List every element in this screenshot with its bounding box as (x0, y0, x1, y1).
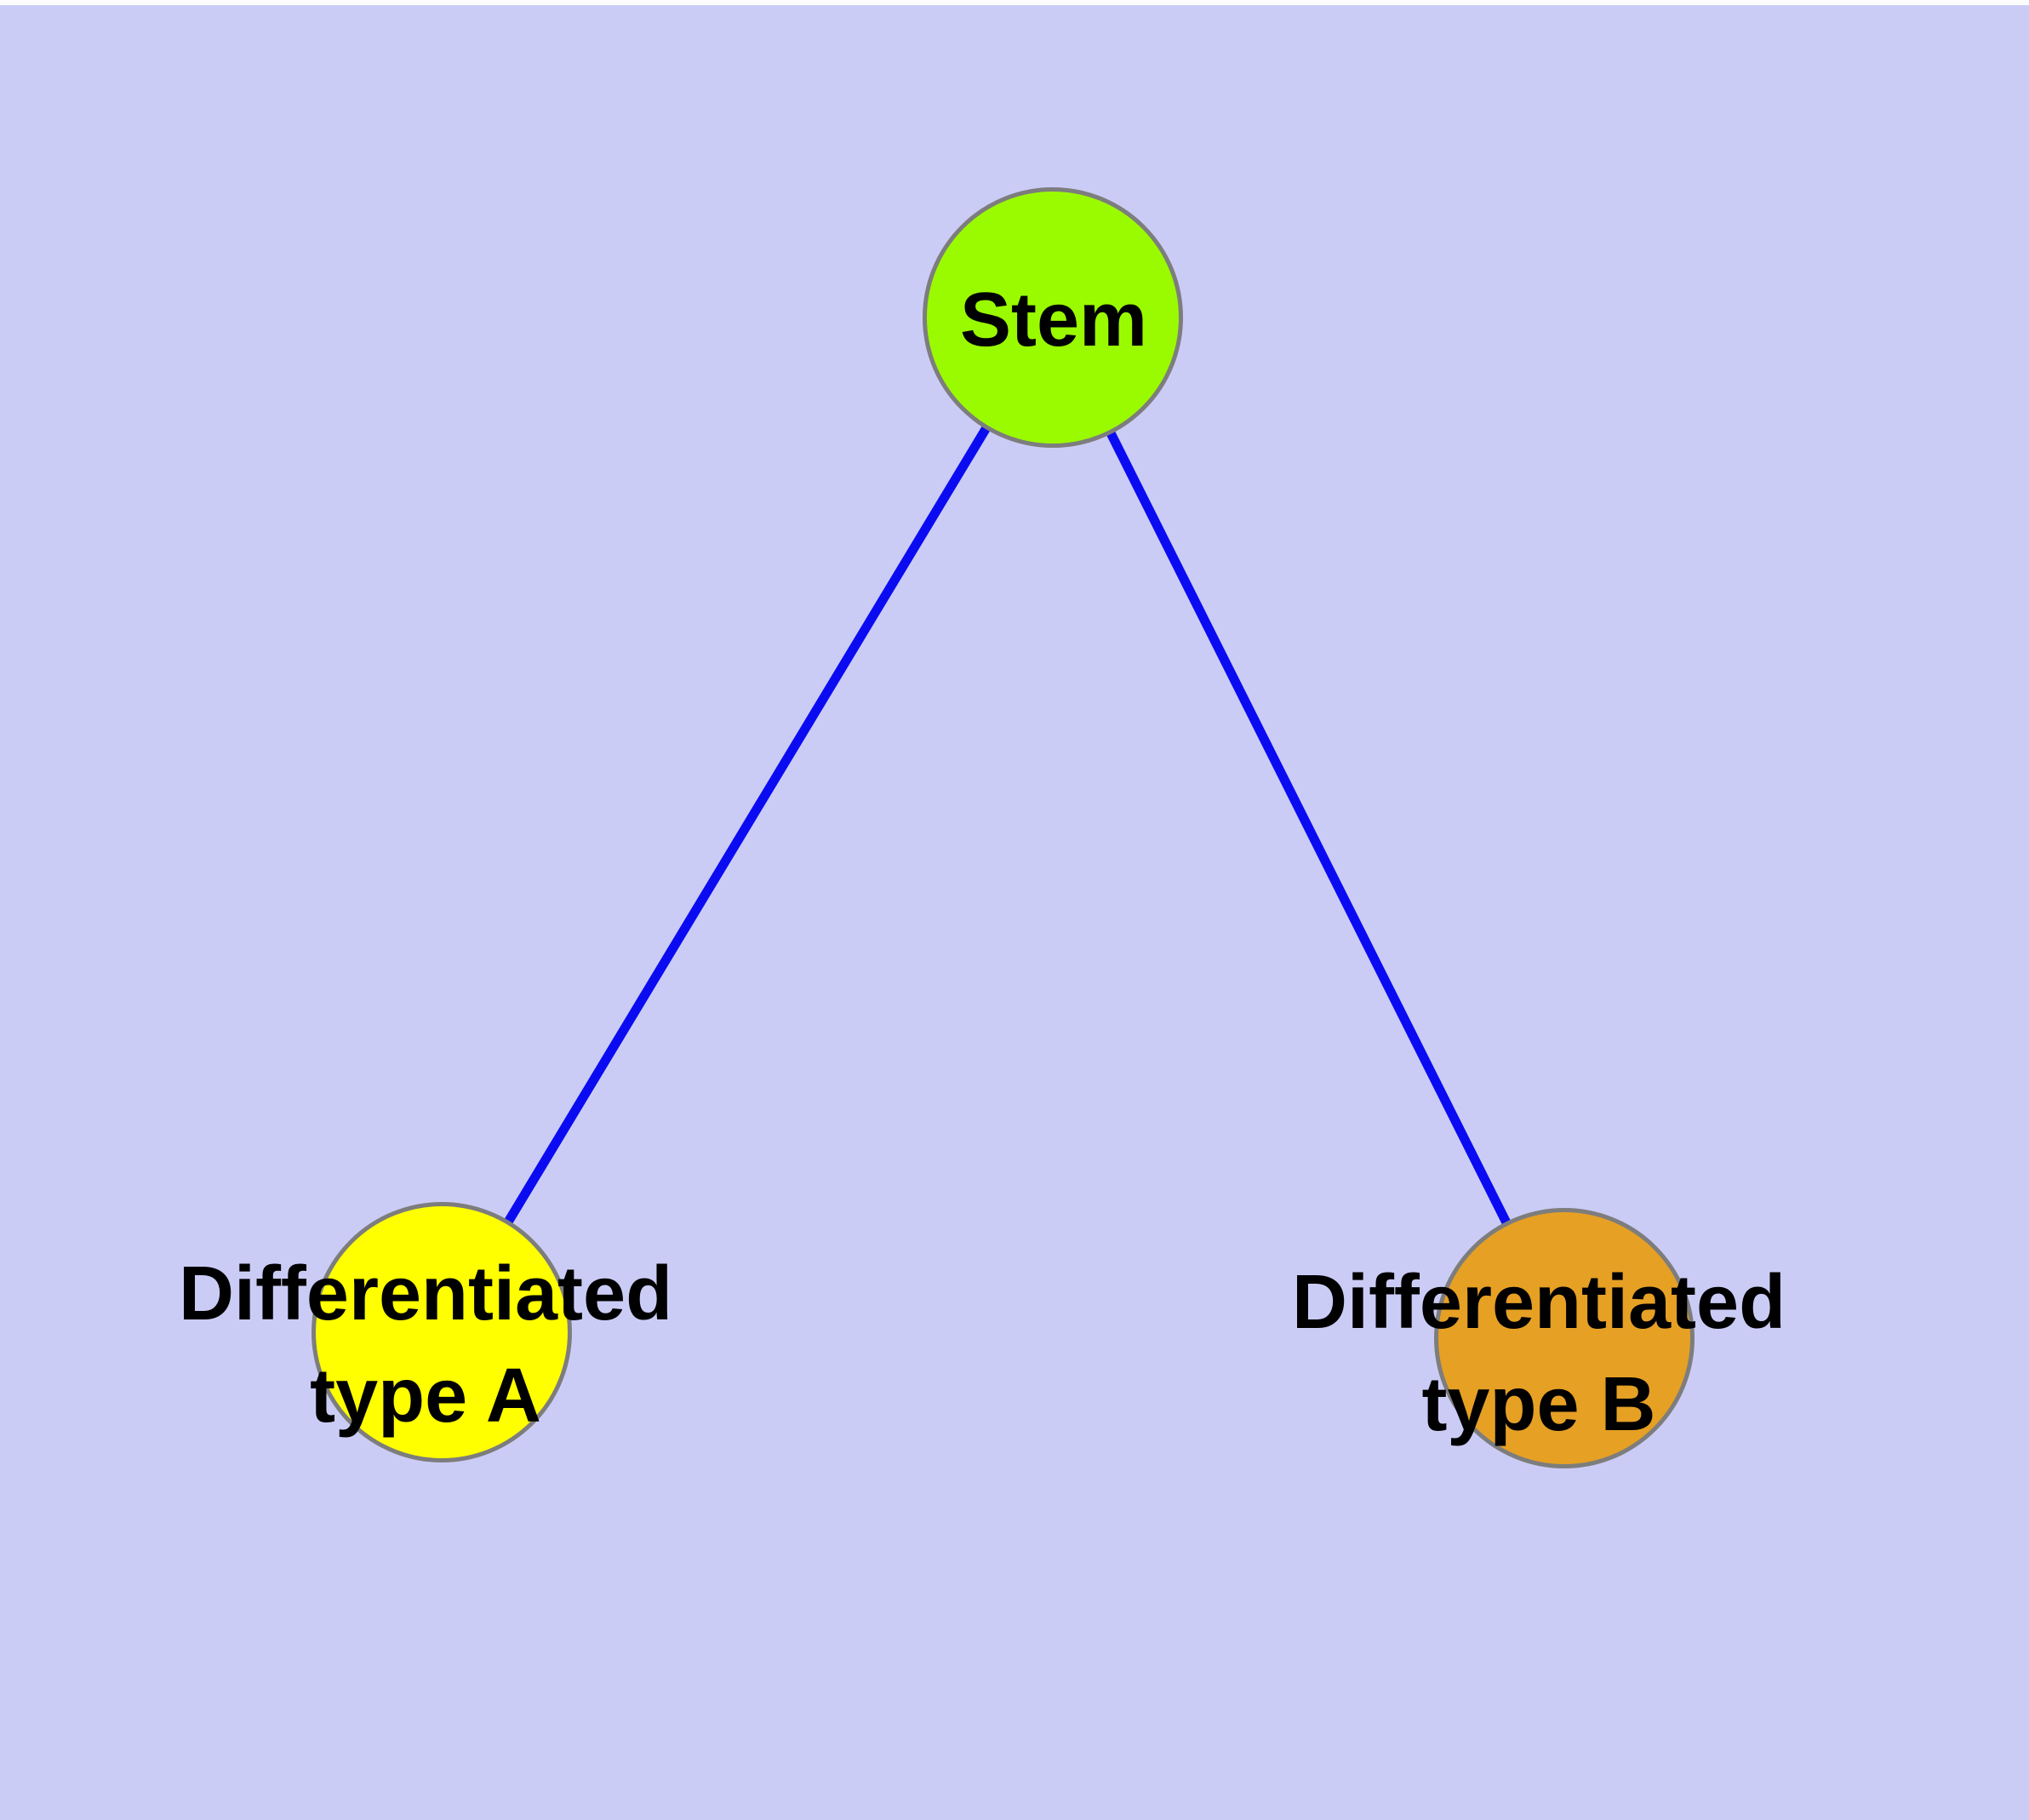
node-stem-label: Stem (959, 278, 1148, 363)
graph-canvas: Stem Differentiated type A Differentiate… (0, 5, 2029, 1820)
page-top-margin (0, 0, 2029, 5)
node-type-b-circle (1434, 1208, 1695, 1468)
node-type-b-label-line2: type B (1421, 1362, 1656, 1447)
node-type-a-label: Differentiated type A (179, 1243, 672, 1447)
node-type-b-label: Differentiated type B (1292, 1251, 1786, 1456)
edges-layer (437, 315, 1569, 1341)
node-type-a-label-line1: Differentiated (178, 1251, 673, 1336)
node-type-b-label-line1: Differentiated (1291, 1260, 1786, 1345)
node-type-a-circle (311, 1202, 572, 1462)
node-type-a-label-line2: type A (310, 1354, 541, 1439)
edge-stem-to-type-a (437, 315, 1057, 1335)
edge-stem-to-type-b (1049, 315, 1569, 1341)
node-stem-circle (923, 187, 1183, 448)
